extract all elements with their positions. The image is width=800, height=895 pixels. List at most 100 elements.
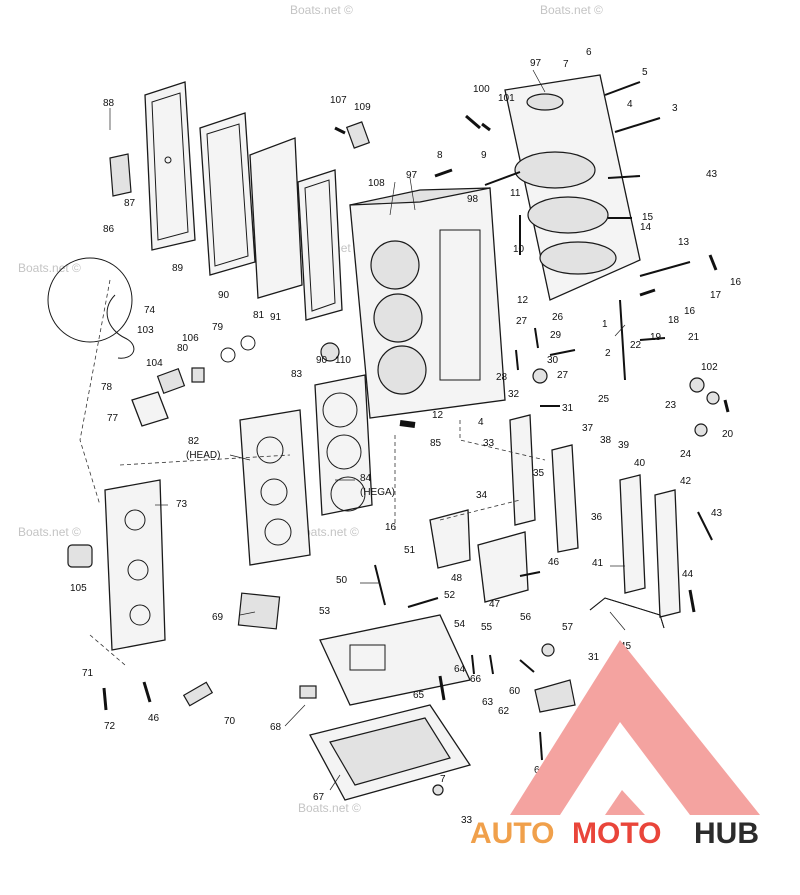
logo-text-hub: HUB <box>694 817 759 850</box>
callout-90: 90 <box>316 355 328 366</box>
callout-82: 82 <box>188 436 200 447</box>
callout-71: 71 <box>82 668 94 679</box>
callout-13: 13 <box>678 237 690 248</box>
callout-5: 5 <box>642 67 648 78</box>
callout-44: 44 <box>682 569 694 580</box>
callout-55: 55 <box>481 622 493 633</box>
gasket-92 <box>297 169 343 321</box>
plate-48 <box>429 509 471 569</box>
callout-43: 43 <box>711 508 723 519</box>
callout-85: 85 <box>430 438 442 449</box>
leader-lines <box>109 69 626 791</box>
callout-27: 27 <box>516 316 528 327</box>
callout-9: 9 <box>481 150 487 161</box>
watermark-text: Boats.net © <box>296 525 359 539</box>
callout-16: 16 <box>385 522 397 533</box>
callout-27: 27 <box>557 370 569 381</box>
callout-22: 22 <box>630 340 642 351</box>
callout-106: 106 <box>182 333 199 344</box>
callout-4: 4 <box>627 99 633 110</box>
callout-12: 12 <box>517 295 529 306</box>
callout-102: 102 <box>701 362 718 373</box>
callout-7: 7 <box>440 774 446 785</box>
callout-16: 16 <box>730 277 742 288</box>
callout-69: 69 <box>212 612 224 623</box>
fasteners <box>102 81 730 796</box>
callout-47: 47 <box>489 599 501 610</box>
callout-3: 3 <box>672 103 678 114</box>
crankcase <box>504 74 641 301</box>
callout-88: 88 <box>103 98 115 109</box>
callout-72: 72 <box>104 721 116 732</box>
callout-86: 86 <box>103 224 115 235</box>
cylinder-head-82 <box>239 409 311 566</box>
callout-30: 30 <box>547 355 559 366</box>
oil-pan-67 <box>309 704 472 801</box>
callout-107: 107 <box>330 95 347 106</box>
watermark-text: Boats.net © <box>18 525 81 539</box>
callout-34: 34 <box>476 490 488 501</box>
callout-100: 100 <box>473 84 490 95</box>
callout-36: 36 <box>591 512 603 523</box>
callout-20: 20 <box>722 429 734 440</box>
callout-60: 60 <box>509 686 521 697</box>
callout-104: 104 <box>146 358 163 369</box>
gasket-label: (HEGA) <box>360 487 395 498</box>
watermark-text: Boats.net © <box>298 801 361 815</box>
callout-2: 2 <box>605 348 611 359</box>
gasket-90 <box>199 112 256 276</box>
watermark-text: Boats.net © <box>540 3 603 17</box>
callout-48: 48 <box>451 573 463 584</box>
watermark-text: Boats.net © <box>290 3 353 17</box>
head-label: (HEAD) <box>186 450 220 461</box>
callout-7: 7 <box>563 59 569 70</box>
housing-78 <box>131 391 169 427</box>
callout-87: 87 <box>124 198 136 209</box>
callout-103: 103 <box>137 325 154 336</box>
module-69 <box>237 592 281 630</box>
callout-98: 98 <box>467 194 479 205</box>
spring-104 <box>156 368 186 394</box>
assembly-line <box>79 279 111 506</box>
callout-28: 28 <box>496 372 508 383</box>
callout-11: 11 <box>510 188 521 199</box>
callout-89: 89 <box>172 263 184 274</box>
callout-18: 18 <box>668 315 680 326</box>
adapter-plate-53 <box>319 614 471 706</box>
callout-38: 38 <box>600 435 612 446</box>
cover-73 <box>104 479 166 651</box>
callout-80: 80 <box>177 343 189 354</box>
callout-101: 101 <box>498 93 515 104</box>
assembly-line <box>89 634 126 666</box>
callout-97: 97 <box>406 170 418 181</box>
callout-50: 50 <box>336 575 348 586</box>
callout-8: 8 <box>437 150 443 161</box>
callout-29: 29 <box>550 330 562 341</box>
cover-41 <box>619 474 646 594</box>
callout-16: 16 <box>684 306 696 317</box>
callout-46: 46 <box>548 557 560 568</box>
exhaust-cover-89 <box>144 81 196 251</box>
hose-103 <box>106 294 135 359</box>
logo-text-moto: MOTO <box>572 817 661 850</box>
callout-33: 33 <box>461 815 473 826</box>
callout-81: 81 <box>253 310 265 321</box>
callout-62: 62 <box>498 706 510 717</box>
callout-68: 68 <box>270 722 282 733</box>
callout-46: 46 <box>148 713 160 724</box>
callout-79: 79 <box>212 322 224 333</box>
callout-26: 26 <box>552 312 564 323</box>
callout-39: 39 <box>618 440 630 451</box>
callout-65: 65 <box>413 690 425 701</box>
callout-53: 53 <box>319 606 331 617</box>
callout-91: 91 <box>270 312 282 323</box>
callout-37: 37 <box>582 423 594 434</box>
callout-70: 70 <box>224 716 236 727</box>
callout-64: 64 <box>454 664 466 675</box>
callout-84: 84 <box>360 473 372 484</box>
callout-108: 108 <box>368 178 385 189</box>
callout-10: 10 <box>513 244 525 255</box>
assembly-line <box>459 420 546 461</box>
callout-25: 25 <box>598 394 610 405</box>
